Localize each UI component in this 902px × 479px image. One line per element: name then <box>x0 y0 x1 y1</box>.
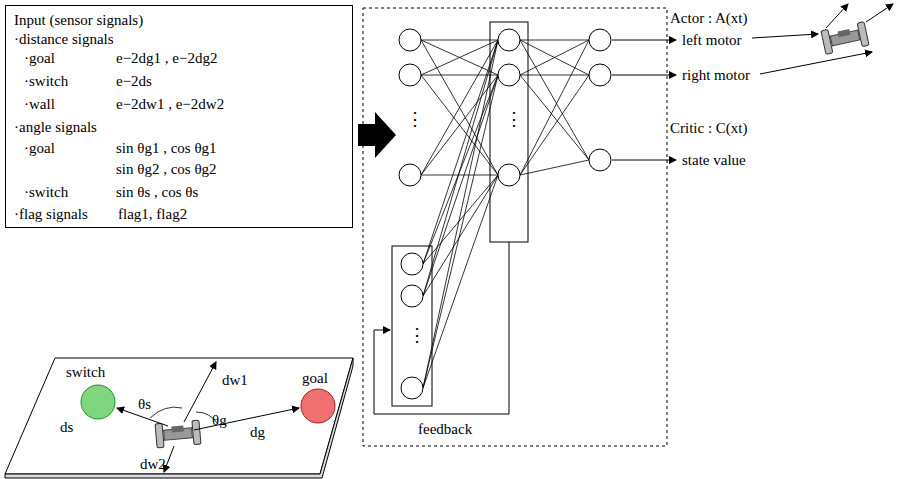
weight-line <box>520 40 589 41</box>
weight-line <box>520 40 589 75</box>
distance-label: dg <box>250 424 265 441</box>
weight-line <box>421 40 498 175</box>
neuron <box>589 64 611 86</box>
input-text: sin θg1 , cos θg1 <box>116 140 217 157</box>
weight-line <box>423 175 498 264</box>
input-text: sin θs , cos θs <box>116 184 198 201</box>
weight-line <box>421 175 498 176</box>
input-text: e−2ds <box>116 73 152 90</box>
weight-line <box>421 40 498 41</box>
weight-line <box>421 40 498 75</box>
neuron <box>589 29 611 51</box>
weight-line <box>421 40 498 75</box>
input-text: ·goal <box>24 50 55 67</box>
neuron <box>498 29 520 51</box>
input-text: flag1, flag2 <box>118 206 187 223</box>
weight-line <box>520 40 589 160</box>
feedback-label: feedback <box>418 421 472 438</box>
input-text: ·goal <box>24 140 55 157</box>
weight-line <box>423 40 498 388</box>
weight-line <box>421 40 498 175</box>
neuron <box>401 377 423 399</box>
critic-label: Critic : C(xt) <box>670 120 748 137</box>
input-text: e−2dw1 , e−2dw2 <box>116 96 224 113</box>
weight-line <box>421 75 498 175</box>
weight-line <box>423 75 498 388</box>
neuron <box>401 253 423 275</box>
neuron <box>399 64 421 86</box>
output-label: right motor <box>682 67 750 84</box>
output-label: left motor <box>682 32 742 49</box>
distance-label: ds <box>60 419 73 436</box>
actor-label: Actor : A(xt) <box>670 10 747 27</box>
neuron <box>401 285 423 307</box>
output-label: state value <box>682 152 746 169</box>
ellipsis: ⋮ <box>408 326 426 346</box>
neuron <box>498 64 520 86</box>
weight-line <box>423 75 498 296</box>
input-text: ·distance signals <box>14 31 114 48</box>
input-box: Input (sensor signals) ·distance signals ·… <box>5 5 353 228</box>
angle-label: θg <box>212 412 227 429</box>
input-text: e−2dg1 , e−2dg2 <box>116 50 217 67</box>
switch-label: switch <box>66 364 105 381</box>
input-text: ·switch <box>24 73 68 90</box>
neuron <box>399 29 421 51</box>
neuron <box>498 164 520 186</box>
weight-line <box>421 75 498 76</box>
weight-line <box>520 40 589 175</box>
input-text: ·angle signals <box>14 119 97 136</box>
input-text: ·wall <box>24 96 55 113</box>
input-text: ·flag signals <box>14 206 88 223</box>
distance-label: dw2 <box>140 456 166 473</box>
weight-line <box>421 75 498 175</box>
weight-line <box>520 75 589 160</box>
weight-line <box>423 175 498 388</box>
weight-line <box>423 175 498 296</box>
weight-line <box>423 40 498 296</box>
input-text: sin θg2 , cos θg2 <box>116 161 217 178</box>
neuron <box>589 149 611 171</box>
distance-label: dw1 <box>222 372 248 389</box>
input-text: ·switch <box>24 184 68 201</box>
ellipsis: ⋮ <box>406 110 424 130</box>
ellipsis: ⋮ <box>505 110 523 130</box>
neuron <box>399 164 421 186</box>
angle-label: θs <box>138 396 151 413</box>
weight-line <box>520 75 589 76</box>
input-text: Input (sensor signals) <box>14 12 143 29</box>
goal-label: goal <box>302 370 328 387</box>
weight-line <box>520 160 589 175</box>
weight-line <box>520 75 589 175</box>
